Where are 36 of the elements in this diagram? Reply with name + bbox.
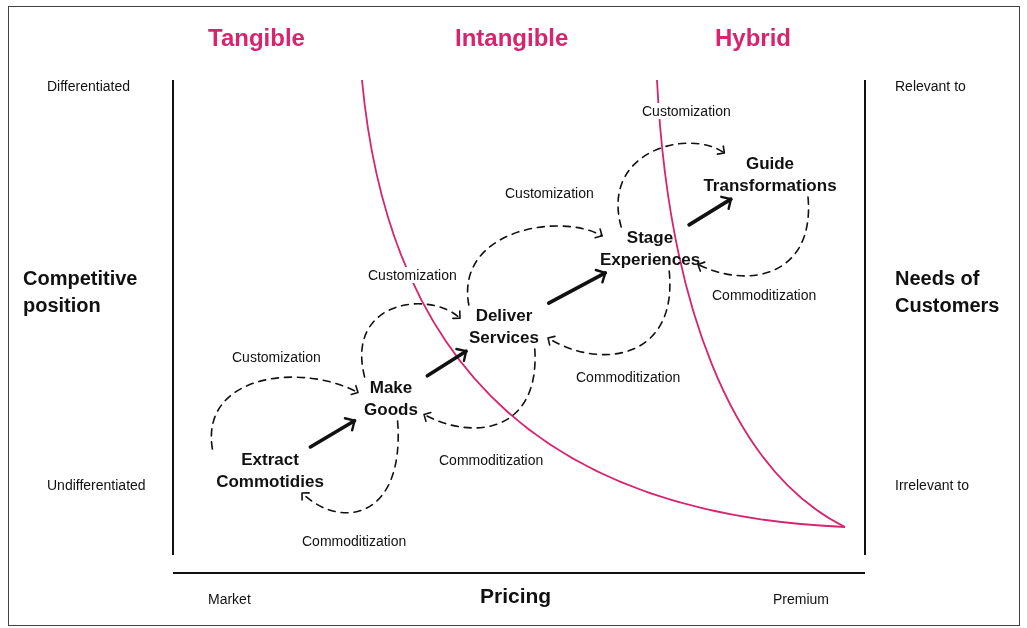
arrow bbox=[361, 303, 461, 378]
edge-label: Commoditization bbox=[575, 369, 682, 385]
arrow bbox=[308, 417, 357, 449]
stage-label: Make Goods bbox=[358, 377, 424, 421]
axis-end-label: Market bbox=[208, 591, 251, 607]
arrow bbox=[210, 376, 359, 450]
axis-end-label: Undifferentiated bbox=[47, 477, 146, 493]
axis-title: Pricing bbox=[480, 584, 552, 608]
edge-label: Customization bbox=[367, 267, 458, 283]
axis-end-label: Irrelevant to bbox=[895, 477, 969, 493]
axis-end-label: Differentiated bbox=[47, 78, 130, 94]
arrow bbox=[546, 268, 608, 305]
arrow bbox=[301, 420, 399, 514]
arrow bbox=[423, 348, 536, 429]
stage-label: Extract Commotidies bbox=[206, 449, 334, 493]
edge-label: Commoditization bbox=[438, 452, 545, 468]
edge-label: Customization bbox=[504, 185, 595, 201]
arrow bbox=[547, 270, 671, 356]
edge-label: Customization bbox=[231, 349, 322, 365]
axis-title: Competitive position bbox=[23, 266, 139, 318]
arrow bbox=[617, 142, 726, 228]
axis-end-label: Premium bbox=[773, 591, 829, 607]
edge-label: Commoditization bbox=[301, 533, 408, 549]
arrow bbox=[697, 196, 810, 277]
stage-label: Deliver Services bbox=[460, 305, 548, 349]
category-heading: Tangible bbox=[208, 24, 305, 52]
category-heading: Intangible bbox=[455, 24, 569, 52]
category-heading: Hybrid bbox=[715, 24, 791, 52]
arrow bbox=[687, 195, 733, 227]
axis-end-label: Relevant to bbox=[895, 78, 966, 94]
stage-label: Guide Transformations bbox=[694, 153, 846, 197]
edge-label: Commoditization bbox=[711, 287, 818, 303]
edge-label: Customization bbox=[641, 103, 732, 119]
arrow bbox=[425, 347, 468, 378]
axis-title: Needs of Customers bbox=[895, 266, 1001, 318]
arrow bbox=[466, 225, 603, 306]
